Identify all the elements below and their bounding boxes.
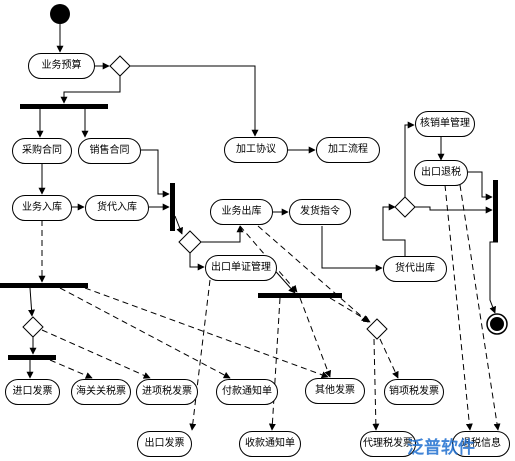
dflow-decision-input-tax xyxy=(41,329,151,379)
decision-refund xyxy=(394,196,416,218)
flow-decision-processing xyxy=(130,65,259,137)
decision-budget xyxy=(109,55,131,77)
dflow-decision-sales-tax xyxy=(379,338,399,379)
decision-invoice-left xyxy=(22,316,44,338)
initial-state xyxy=(50,4,70,24)
node-import-invoice: 进口发票 xyxy=(5,379,60,405)
flow-consignment-out-decision xyxy=(382,203,406,256)
dflow-bar-other xyxy=(299,297,332,378)
node-sales-tax-invoice: 销项税发票 xyxy=(384,379,444,405)
flow-decision-sales-order xyxy=(404,121,415,197)
dflow-bar-decision-right xyxy=(329,297,371,323)
node-sales-order-mgmt: 核销单管理 xyxy=(415,111,475,137)
node-agent-tax-invoice: 代理税发票 xyxy=(360,431,416,457)
node-receipt-notice: 收款通知单 xyxy=(239,431,301,457)
flow-refund-join xyxy=(468,171,493,201)
node-export-invoice: 出口发票 xyxy=(137,431,192,457)
fork-bar-contracts xyxy=(20,104,108,109)
node-business-budget: 业务预算 xyxy=(28,53,95,79)
node-processing-agreement: 加工协议 xyxy=(224,137,288,163)
node-other-invoice: 其他发票 xyxy=(305,378,365,404)
node-payment-notice: 付款通知单 xyxy=(216,379,278,405)
decision-outbound xyxy=(178,230,202,254)
dflow-bar-receipt xyxy=(268,297,281,431)
node-purchase-contract: 采购合同 xyxy=(12,138,72,164)
node-customs-invoice: 海关关税票 xyxy=(71,379,131,405)
fork-bar-import xyxy=(8,355,56,360)
dflow-fork-payment xyxy=(59,287,231,379)
node-business-outbound: 业务出库 xyxy=(210,199,273,225)
flow-shipping-consignment-outbound xyxy=(321,226,383,272)
dflow-fork-other xyxy=(84,287,329,379)
node-tax-refund-info: 退税信息 xyxy=(452,431,510,457)
flow-decision-fork xyxy=(60,76,121,104)
fork-bar-outbound xyxy=(258,293,342,298)
watermark-logo: 泛普软件 xyxy=(407,438,475,458)
node-consignment-inbound: 货代入库 xyxy=(85,195,149,221)
dflow-docs-export-invoice xyxy=(189,279,211,431)
node-shipping-order: 发货指令 xyxy=(289,199,351,225)
decision-invoice-right xyxy=(366,318,388,340)
join-bar-final xyxy=(493,180,498,242)
node-processing-flow: 加工流程 xyxy=(316,137,380,163)
flow-decision-business-outbound xyxy=(201,225,244,243)
dflow-outbound-sales-tax xyxy=(257,225,369,323)
flow-sales-join xyxy=(141,149,170,198)
node-export-tax-refund: 出口退税 xyxy=(414,160,468,186)
dflow-decision-agent-tax xyxy=(372,338,380,431)
node-business-inbound: 业务入库 xyxy=(12,195,72,221)
join-bar-inbound xyxy=(170,183,175,231)
node-export-document-mgmt: 出口单证管理 xyxy=(205,255,277,281)
flow-fork-decision-left xyxy=(28,287,36,317)
flow-join-decision xyxy=(174,215,183,235)
node-consignment-outbound: 货代出库 xyxy=(383,256,447,282)
flow-decision-join xyxy=(415,206,493,214)
node-input-tax-invoice: 进项税发票 xyxy=(136,379,198,405)
final-state-inner xyxy=(490,317,504,331)
flow-decision-export-docs xyxy=(189,253,205,271)
fork-bar-invoices xyxy=(0,283,88,288)
dflow-refund-info xyxy=(444,184,473,431)
dflow-refund-agent xyxy=(459,184,501,431)
flow-join-final xyxy=(489,241,498,314)
dflow-bar-customs xyxy=(49,359,93,379)
node-sales-contract: 销售合同 xyxy=(78,138,141,164)
